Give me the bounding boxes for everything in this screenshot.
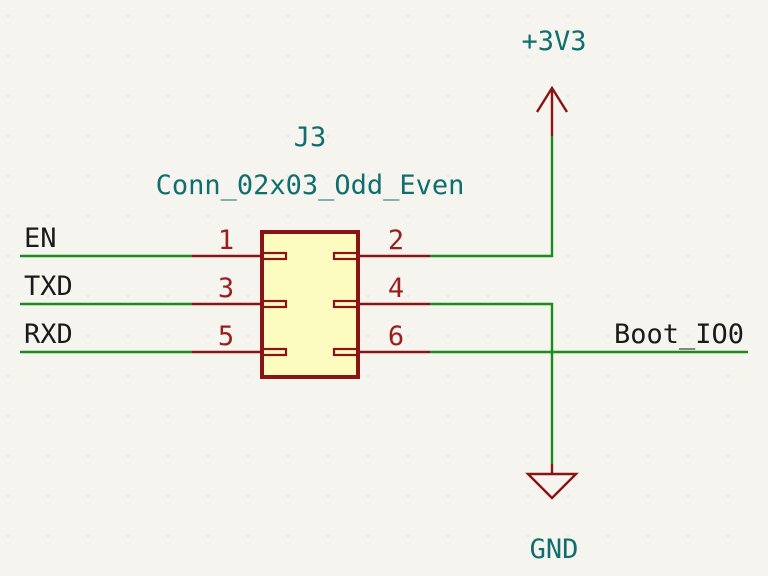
power-3v3-label: +3V3 [521,26,586,57]
pin-number-3: 3 [218,273,234,304]
pin-number-4: 4 [388,273,404,304]
background-grid [7,15,729,537]
pin-number-1: 1 [218,225,234,256]
ground-triangle-icon [525,472,579,500]
pin-number-5: 5 [218,321,234,352]
pin-stubs [260,251,360,357]
net-label-rxd[interactable]: RXD [24,319,73,350]
wire-gnd[interactable] [430,302,554,464]
net-label-boot-io0[interactable]: Boot_IO0 [614,319,744,350]
net-label-en[interactable]: EN [24,223,57,254]
component-reference[interactable]: J3 [294,122,327,153]
power-3v3-symbol[interactable] [535,85,569,136]
power-gnd-label: GND [530,534,579,565]
net-label-txd[interactable]: TXD [24,271,73,302]
wire-3v3[interactable] [430,136,554,258]
pin-number-6: 6 [388,321,404,352]
power-gnd-symbol[interactable] [525,464,579,500]
pin-number-2: 2 [388,225,404,256]
up-arrow-icon [535,85,569,113]
component-value[interactable]: Conn_02x03_Odd_Even [156,170,465,201]
